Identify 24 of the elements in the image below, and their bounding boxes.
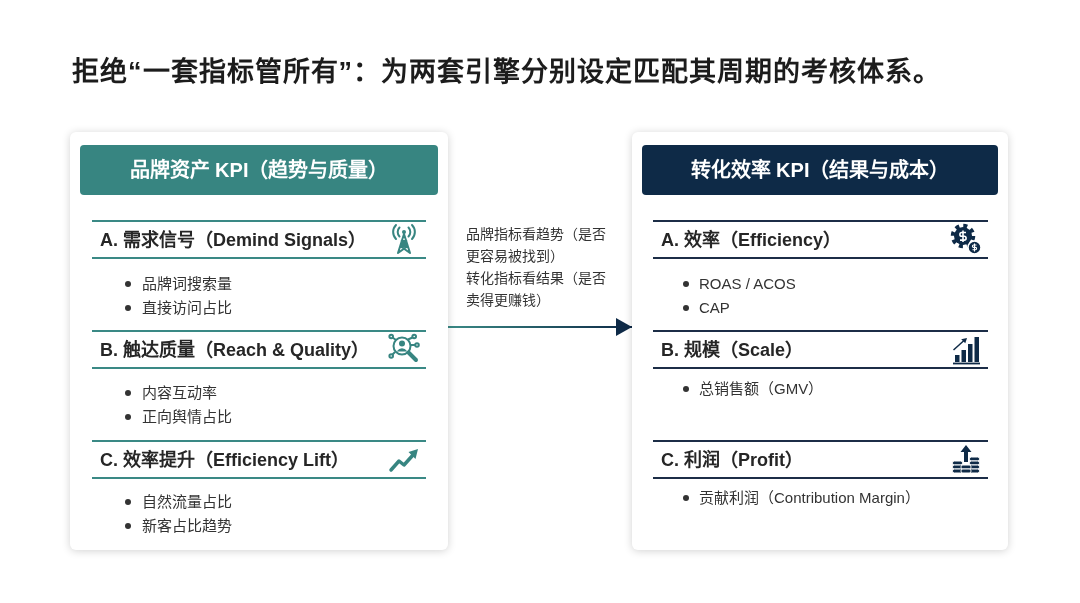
list-item-text: 自然流量占比 [142,492,232,512]
section-heading: A. 效率（Efficiency） [661,229,842,251]
card [70,132,448,550]
section-heading: B. 规模（Scale） [661,339,804,361]
annotation-text: 品牌指标看趋势（是否更容易被找到） [466,225,607,266]
title: 拒绝“一套指标管所有”：为两套引擎分别设定匹配其周期的考核体系。 [72,56,941,89]
card [632,132,1008,550]
list-item-text: 贡献利润（Contribution Margin） [699,488,920,508]
annotation-text: 转化指标看结果（是否卖得更赚钱） [466,269,607,310]
list-item-text: 正向舆情占比 [142,407,232,427]
section-heading: C. 利润（Profit） [661,449,803,471]
list-item-text: 品牌词搜索量 [142,274,232,294]
list-item-text: 直接访问占比 [142,298,232,318]
list-item-text: 总销售额（GMV） [699,379,824,399]
card-header: 转化效率 KPI（结果与成本） [642,145,998,195]
section-heading: C. 效率提升（Efficiency Lift） [100,449,350,471]
section-heading: A. 需求信号（Demind Signals） [100,229,367,251]
list-item-text: 新客占比趋势 [142,516,232,536]
list-item-text: ROAS / ACOS [699,274,796,294]
list-item-text: CAP [699,298,730,318]
card-header: 品牌资产 KPI（趋势与质量） [80,145,438,195]
arrow [447,318,633,336]
section-heading: B. 触达质量（Reach & Quality） [100,339,370,361]
list-item-text: 内容互动率 [142,383,217,403]
